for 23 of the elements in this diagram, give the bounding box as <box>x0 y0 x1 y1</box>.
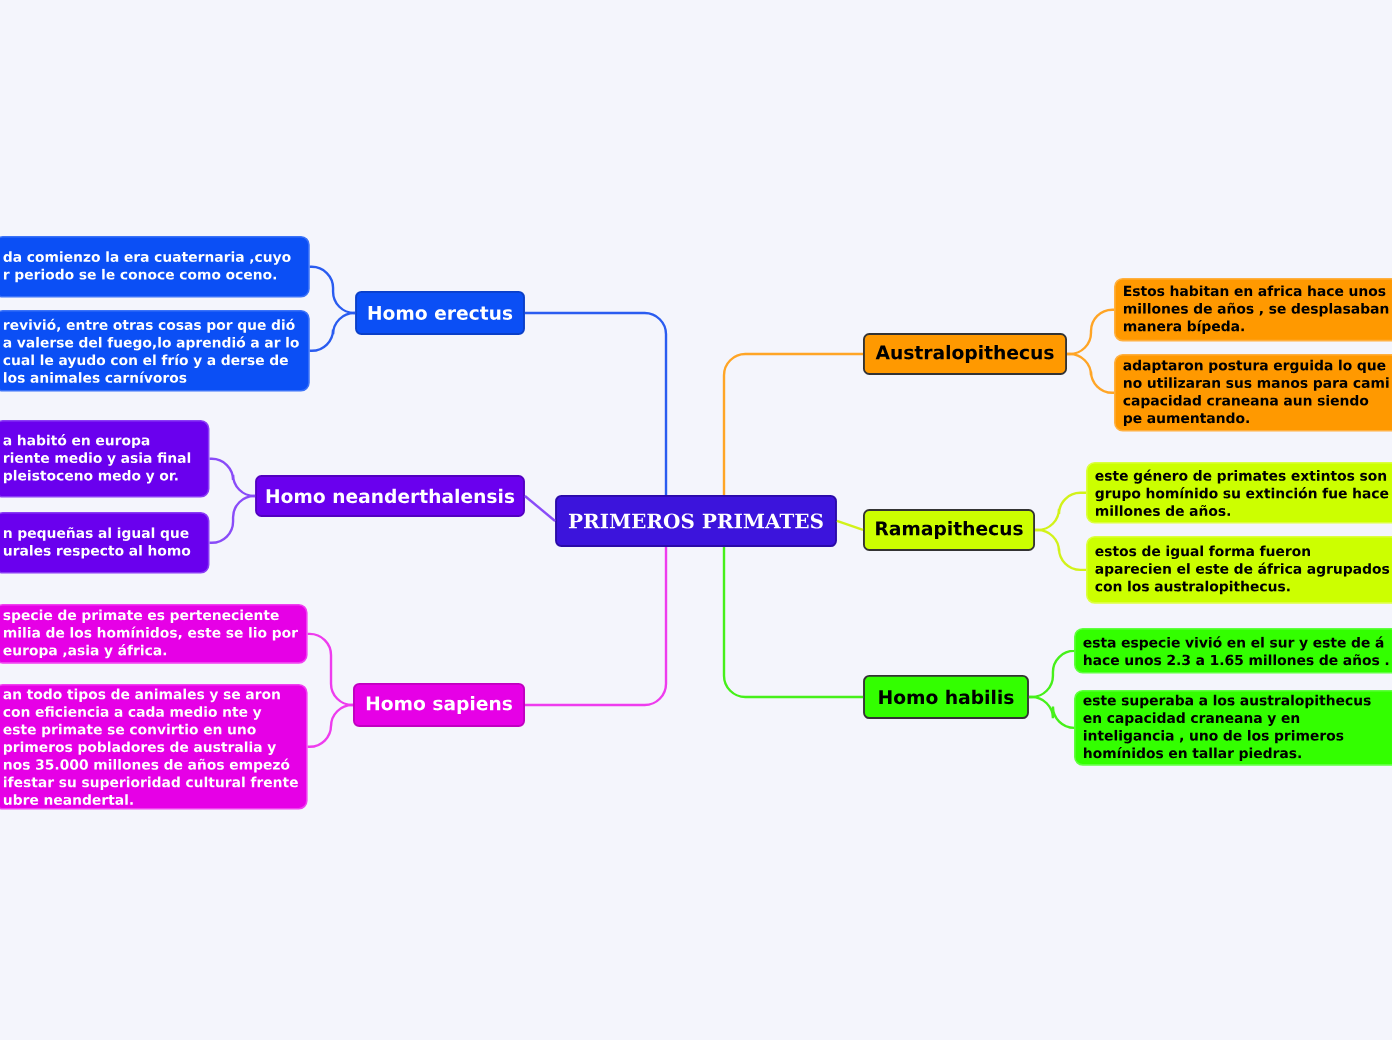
connector <box>722 547 864 699</box>
connector <box>1035 491 1086 532</box>
connector <box>309 265 356 315</box>
connector <box>309 311 356 352</box>
connector <box>524 495 556 522</box>
connector <box>1028 695 1076 730</box>
topic-box: Australopithecus <box>863 333 1067 375</box>
topic-box: Ramapithecus <box>863 509 1035 551</box>
connector <box>524 311 668 495</box>
topic-box: Homo erectus <box>355 291 525 335</box>
connector <box>836 519 864 532</box>
topic-box: Homo sapiens <box>353 682 525 727</box>
connector <box>1035 528 1086 572</box>
topic-box: Homo neanderthalensis <box>255 475 525 517</box>
connector <box>1067 352 1115 394</box>
connector <box>209 457 256 498</box>
connector <box>1067 308 1115 356</box>
connector <box>209 494 256 544</box>
connector <box>307 632 354 707</box>
connector <box>525 547 668 707</box>
central-topic-box: PRIMEROS PRIMATES <box>555 495 837 547</box>
connector <box>722 352 863 495</box>
topic-box: Homo habilis <box>863 675 1029 719</box>
